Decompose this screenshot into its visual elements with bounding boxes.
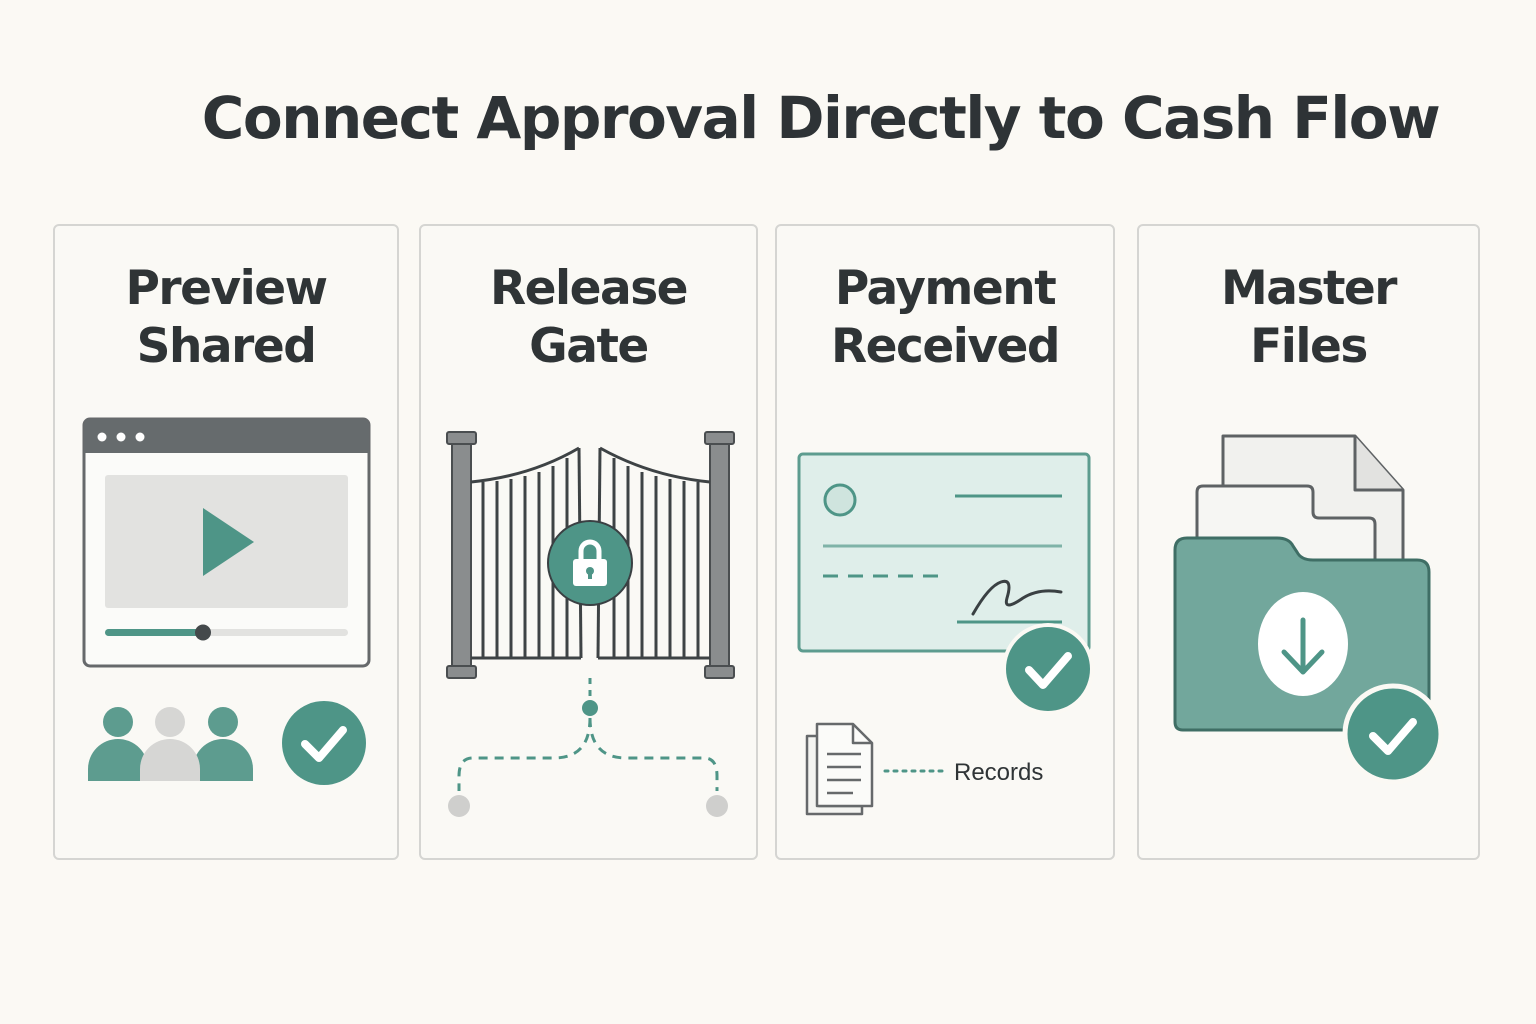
step-title-line-1: Payment [834, 261, 1057, 316]
check-icon [282, 701, 366, 785]
step-title-line-2: Gate [529, 319, 649, 374]
lock-icon [547, 520, 633, 606]
payment-illustration: Records [797, 452, 1094, 816]
branch-connector-icon [448, 678, 728, 817]
step-title: Preview Shared [55, 260, 397, 376]
step-title-line-1: Release [489, 261, 689, 316]
team-icon [88, 707, 253, 781]
step-card-master-files: Master Files [1137, 224, 1480, 860]
step-title-line-1: Preview [125, 261, 328, 316]
step-title-line-2: Received [830, 319, 1061, 374]
step-card-payment-received: Payment Received Records [775, 224, 1115, 860]
records-label: Records [954, 759, 1043, 786]
documents-icon [805, 722, 874, 816]
preview-illustration [82, 417, 371, 785]
step-card-release-gate: Release Gate [419, 224, 758, 860]
step-title: Release Gate [421, 260, 756, 376]
check-icon [1342, 683, 1444, 785]
check-icon [1002, 623, 1094, 715]
step-title: Payment Received [777, 260, 1113, 376]
step-card-preview-shared: Preview Shared [53, 224, 399, 860]
files-illustration [1173, 434, 1444, 785]
page-title: Connect Approval Directly to Cash Flow [201, 84, 1441, 152]
step-title-line-2: Files [1250, 319, 1368, 374]
step-title-line-2: Shared [136, 319, 317, 374]
play-icon [203, 508, 254, 576]
video-player-icon [82, 417, 371, 668]
gate-illustration [446, 431, 735, 817]
check-document-icon [797, 452, 1091, 653]
step-title-line-1: Master [1221, 261, 1397, 316]
step-title: Master Files [1139, 260, 1478, 376]
download-icon [1258, 592, 1348, 696]
